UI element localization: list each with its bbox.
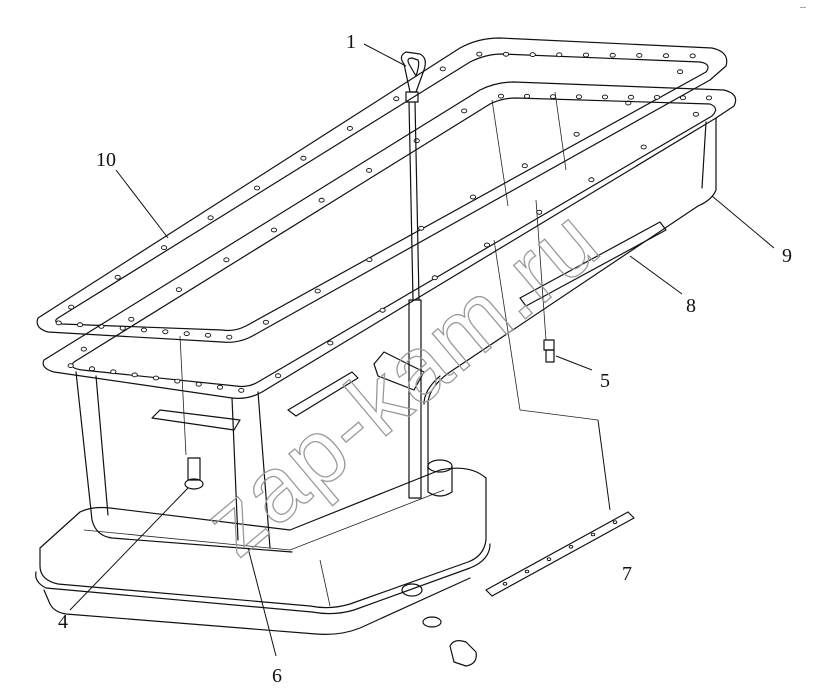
callout-labels: 1 4 5 6 7 8 9 10	[58, 31, 792, 687]
bolt-hole	[469, 194, 477, 200]
callout-8: 8	[686, 295, 696, 317]
callout-4: 4	[58, 611, 68, 633]
bolt-hole	[677, 69, 684, 75]
bolt-hole	[216, 384, 224, 390]
oil-pan-gasket	[36, 37, 728, 343]
bolt-hole	[366, 257, 373, 263]
bolt-hole	[223, 257, 230, 263]
bolt-hole	[692, 111, 699, 117]
bolt-hole	[529, 52, 536, 57]
bolt-hole	[573, 131, 580, 137]
bolt-hole	[161, 245, 168, 251]
bolt-hole	[55, 320, 62, 326]
bolt-hole	[575, 94, 583, 100]
bolt-hole	[627, 94, 635, 100]
bolt-hole	[502, 51, 510, 57]
bolt-hole	[705, 95, 713, 101]
bolt-hole	[174, 378, 181, 384]
bolt-hole	[521, 163, 528, 169]
bolt-hole	[679, 95, 687, 101]
bolt-4	[184, 457, 204, 490]
bolt-hole	[300, 155, 307, 161]
bolt-hole	[461, 108, 468, 114]
bolt-hole	[601, 94, 609, 100]
bolt-hole	[546, 557, 552, 562]
bolt-hole	[110, 369, 117, 375]
bolt-hole	[568, 545, 574, 549]
bolt-hole	[207, 215, 214, 221]
bolt-hole	[76, 322, 84, 328]
bolt-hole	[262, 319, 269, 325]
bolt-hole	[689, 53, 696, 59]
bolt-hole	[549, 94, 557, 100]
bolt-hole	[327, 340, 334, 346]
bolt-hole	[502, 582, 508, 586]
bolt-hole	[476, 51, 483, 57]
bolt-hole	[431, 275, 438, 281]
bolt-hole	[238, 387, 245, 393]
bolt-hole	[588, 177, 595, 183]
bolt-hole	[346, 125, 353, 131]
bolt-hole	[662, 53, 670, 59]
bolt-hole	[275, 373, 282, 379]
bolt-hole	[439, 66, 446, 72]
bolt-hole	[175, 287, 182, 292]
bolt-hole	[114, 274, 121, 280]
bolt-hole	[140, 327, 148, 333]
bolt-hole	[80, 346, 87, 352]
bolt-hole	[67, 363, 74, 368]
bolt-hole	[523, 93, 531, 99]
bolt-hole	[270, 227, 278, 233]
bolt-hole	[314, 288, 321, 294]
leader-lines	[69, 43, 775, 657]
bolt-hole	[183, 331, 190, 336]
bolt-hole	[379, 307, 386, 313]
bolt-5	[535, 199, 555, 363]
callout-1: 1	[346, 31, 356, 53]
callout-9: 9	[782, 245, 792, 267]
bolt-hole	[582, 52, 590, 58]
bolt-hole	[636, 53, 643, 58]
bolt-hole	[556, 52, 563, 58]
bolt-hole	[524, 569, 530, 574]
bolt-hole	[653, 95, 661, 100]
reinforcing-strip-7	[485, 511, 635, 597]
bolt-hole	[483, 242, 491, 248]
bolt-hole	[393, 96, 400, 102]
bolt-hole	[640, 144, 647, 150]
callout-7: 7	[622, 563, 632, 585]
bolt-hole	[413, 138, 420, 144]
bolt-hole	[418, 225, 425, 231]
bolt-hole	[152, 375, 160, 381]
callout-10: 10	[96, 149, 116, 171]
bolt-hole	[612, 520, 618, 525]
bolt-hole	[590, 532, 596, 537]
bolt-hole	[318, 197, 325, 203]
bolt-hole	[131, 372, 138, 378]
bolt-hole	[128, 316, 135, 322]
bolt-hole	[366, 167, 373, 173]
callout-6: 6	[272, 665, 282, 687]
bolt-hole	[88, 366, 96, 372]
bolt-hole	[68, 304, 75, 310]
watermark-text: zap-kam.ru	[185, 189, 618, 576]
bolt-hole	[162, 329, 169, 335]
bolt-hole	[253, 185, 261, 191]
bolt-hole	[204, 332, 212, 338]
bolt-hole	[497, 93, 505, 99]
bolt-hole	[609, 52, 616, 58]
bolt-hole	[195, 381, 202, 387]
drain-plug	[401, 583, 477, 667]
oil-pan-body	[35, 81, 737, 635]
bolt-hole	[226, 334, 233, 340]
corner-mark: ‑‑	[800, 2, 806, 12]
dipstick	[400, 51, 426, 499]
callout-5: 5	[600, 370, 610, 392]
bolt-hole	[119, 325, 126, 331]
